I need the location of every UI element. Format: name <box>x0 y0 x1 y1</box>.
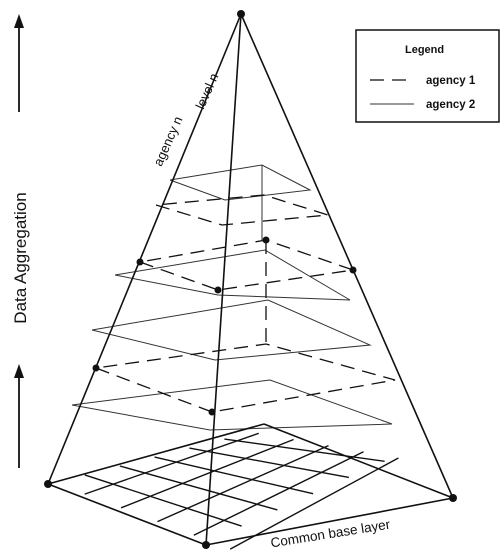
node-left-upper <box>136 258 144 266</box>
pyramid-edges <box>47 13 454 546</box>
legend-box <box>355 29 500 123</box>
base-right-back <box>263 423 454 499</box>
agency-1-layers <box>95 194 396 413</box>
base-right-node <box>449 494 457 502</box>
legend-title: Legend <box>405 44 444 56</box>
edge-right <box>240 13 454 499</box>
base-front-right <box>205 497 454 546</box>
base-left-node <box>44 480 52 488</box>
base-left-front <box>47 483 207 546</box>
legend-label-agency-1: agency 1 <box>426 75 476 87</box>
data-aggregation-axis: Data Aggregation <box>11 14 30 468</box>
axis-label: Data Aggregation <box>11 192 30 323</box>
base-front-node <box>202 541 210 549</box>
node-left-lower <box>92 364 100 372</box>
node-right-upper <box>349 266 357 274</box>
node-front-lower <box>208 408 216 416</box>
pyramid-nodes <box>44 10 457 549</box>
agency-2-layers <box>71 164 393 431</box>
base-grid <box>84 432 399 550</box>
legend-label-agency-2: agency 2 <box>426 99 475 111</box>
apex-label-right: level n <box>192 71 221 111</box>
edge-front <box>205 13 242 546</box>
legend: Legend agency 1 agency 2 <box>355 29 500 123</box>
node-back-upper <box>262 236 270 244</box>
base-back-left <box>47 423 265 485</box>
node-front-upper <box>214 286 222 294</box>
edge-left <box>47 13 242 485</box>
axis-arrowhead-lower <box>14 364 24 378</box>
apex-node <box>237 10 245 18</box>
axis-arrowhead-upper <box>14 14 24 28</box>
